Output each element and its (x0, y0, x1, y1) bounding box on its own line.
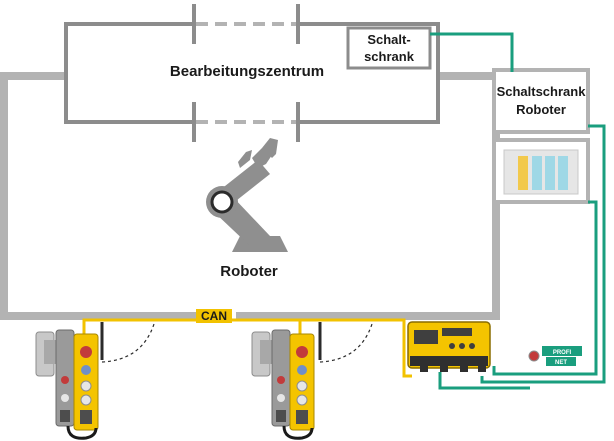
door-swing-left (100, 322, 155, 363)
control-cabinet-box (346, 26, 432, 70)
control-cabinet-label-2: schrank (364, 49, 415, 64)
robot-arm-icon (206, 138, 288, 252)
safety-controller-icon (407, 321, 491, 372)
robot-cabinet-label-2: Roboter (516, 102, 566, 117)
machining-center-openings (196, 22, 296, 124)
svg-text:CAN: CAN (201, 309, 227, 323)
profinet-badge-icon: PROFI NET (528, 346, 582, 366)
machining-center-label: Bearbeitungszentrum (170, 63, 324, 80)
plc-module-icon (492, 138, 590, 204)
can-bus-badge: CAN (196, 309, 232, 323)
door-switch-icon (251, 329, 291, 427)
robot-cabinet-box (492, 68, 590, 134)
door-swing-right (318, 322, 373, 363)
can-bus-cable (82, 318, 412, 378)
machining-center-frame (64, 4, 440, 142)
svg-text:NET: NET (555, 360, 567, 366)
control-cabinet-label-1: Schalt- (367, 32, 410, 47)
robot-label: Roboter (220, 263, 278, 280)
profinet-cable (430, 32, 606, 390)
svg-text:PROFI: PROFI (553, 350, 572, 356)
door-switch-icon (35, 329, 75, 427)
pushbutton-station-icon (66, 333, 99, 440)
pushbutton-station-icon (282, 333, 315, 440)
robot-cabinet-label-1: Schaltschrank (497, 84, 587, 99)
robot-cell-fence (0, 72, 500, 320)
